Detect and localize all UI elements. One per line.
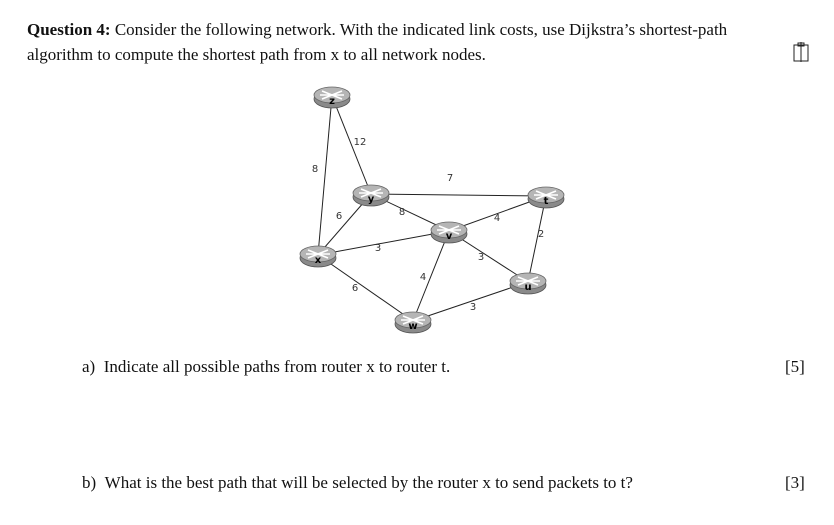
link-z-x xyxy=(317,95,333,256)
link-cost-z-x: 8 xyxy=(312,164,318,175)
router-v: v xyxy=(430,221,468,244)
network-diagram: 12 8 6 8 7 3 6 4 3 4 2 3 z y x v t u w xyxy=(299,86,565,334)
router-x: x xyxy=(299,245,337,268)
router-label-z: z xyxy=(329,96,335,107)
link-cost-v-w: 4 xyxy=(420,272,426,283)
part-b-marks: [3] xyxy=(785,473,805,492)
router-w: w xyxy=(394,311,432,334)
router-arrows-icon xyxy=(359,188,383,198)
router-arrows-icon xyxy=(306,249,330,259)
router-label-y: y xyxy=(368,194,375,205)
router-z: z xyxy=(313,86,351,109)
router-y: y xyxy=(352,184,390,207)
link-cost-labels: 12 8 6 8 7 3 6 4 3 4 2 3 xyxy=(312,137,544,313)
link-u-w xyxy=(412,281,529,322)
router-u: u xyxy=(509,272,547,295)
router-arrows-icon xyxy=(401,315,425,325)
part-a-marks: [5] xyxy=(785,357,805,376)
link-cost-x-w: 6 xyxy=(352,283,358,294)
link-t-u xyxy=(527,195,547,283)
router-label-w: w xyxy=(408,321,417,332)
link-cost-u-w: 3 xyxy=(470,302,476,313)
link-cost-x-v: 3 xyxy=(375,243,381,254)
router-label-x: x xyxy=(315,255,322,266)
part-a: a) Indicate all possible paths from rout… xyxy=(82,356,450,378)
question-body: Consider the following network. With the… xyxy=(27,20,728,64)
link-cost-y-v: 8 xyxy=(399,207,405,218)
link-cost-v-u: 3 xyxy=(478,252,484,263)
link-cost-y-x: 6 xyxy=(336,211,342,222)
question-label: Question 4: xyxy=(27,20,111,39)
router-arrows-icon xyxy=(516,276,540,286)
link-cost-z-y: 12 xyxy=(354,137,367,148)
link-y-t xyxy=(370,193,547,197)
link-x-v xyxy=(317,230,450,256)
part-b-text: What is the best path that will be selec… xyxy=(104,473,633,492)
link-z-y xyxy=(331,95,372,195)
part-b-label: b) xyxy=(82,473,97,492)
part-b: b) What is the best path that will be se… xyxy=(82,472,633,494)
link-cost-t-u: 2 xyxy=(538,229,544,240)
part-a-label: a) xyxy=(82,357,96,376)
router-label-v: v xyxy=(446,231,453,242)
question-text: Question 4: Consider the following netwo… xyxy=(27,17,787,67)
link-x-w xyxy=(317,254,414,322)
link-v-w xyxy=(412,230,450,322)
document-placeholder-icon xyxy=(793,42,809,62)
router-label-u: u xyxy=(524,282,531,293)
router-label-t: t xyxy=(544,196,549,207)
router-arrows-icon xyxy=(437,225,461,235)
network-links xyxy=(317,95,547,322)
link-cost-y-t: 7 xyxy=(447,173,453,184)
link-cost-v-t: 4 xyxy=(494,213,500,224)
router-arrows-icon xyxy=(320,90,344,100)
part-a-text: Indicate all possible paths from router … xyxy=(103,357,451,376)
routers: z y x v t u w xyxy=(299,86,565,334)
router-t: t xyxy=(527,186,565,209)
router-arrows-icon xyxy=(534,190,558,200)
